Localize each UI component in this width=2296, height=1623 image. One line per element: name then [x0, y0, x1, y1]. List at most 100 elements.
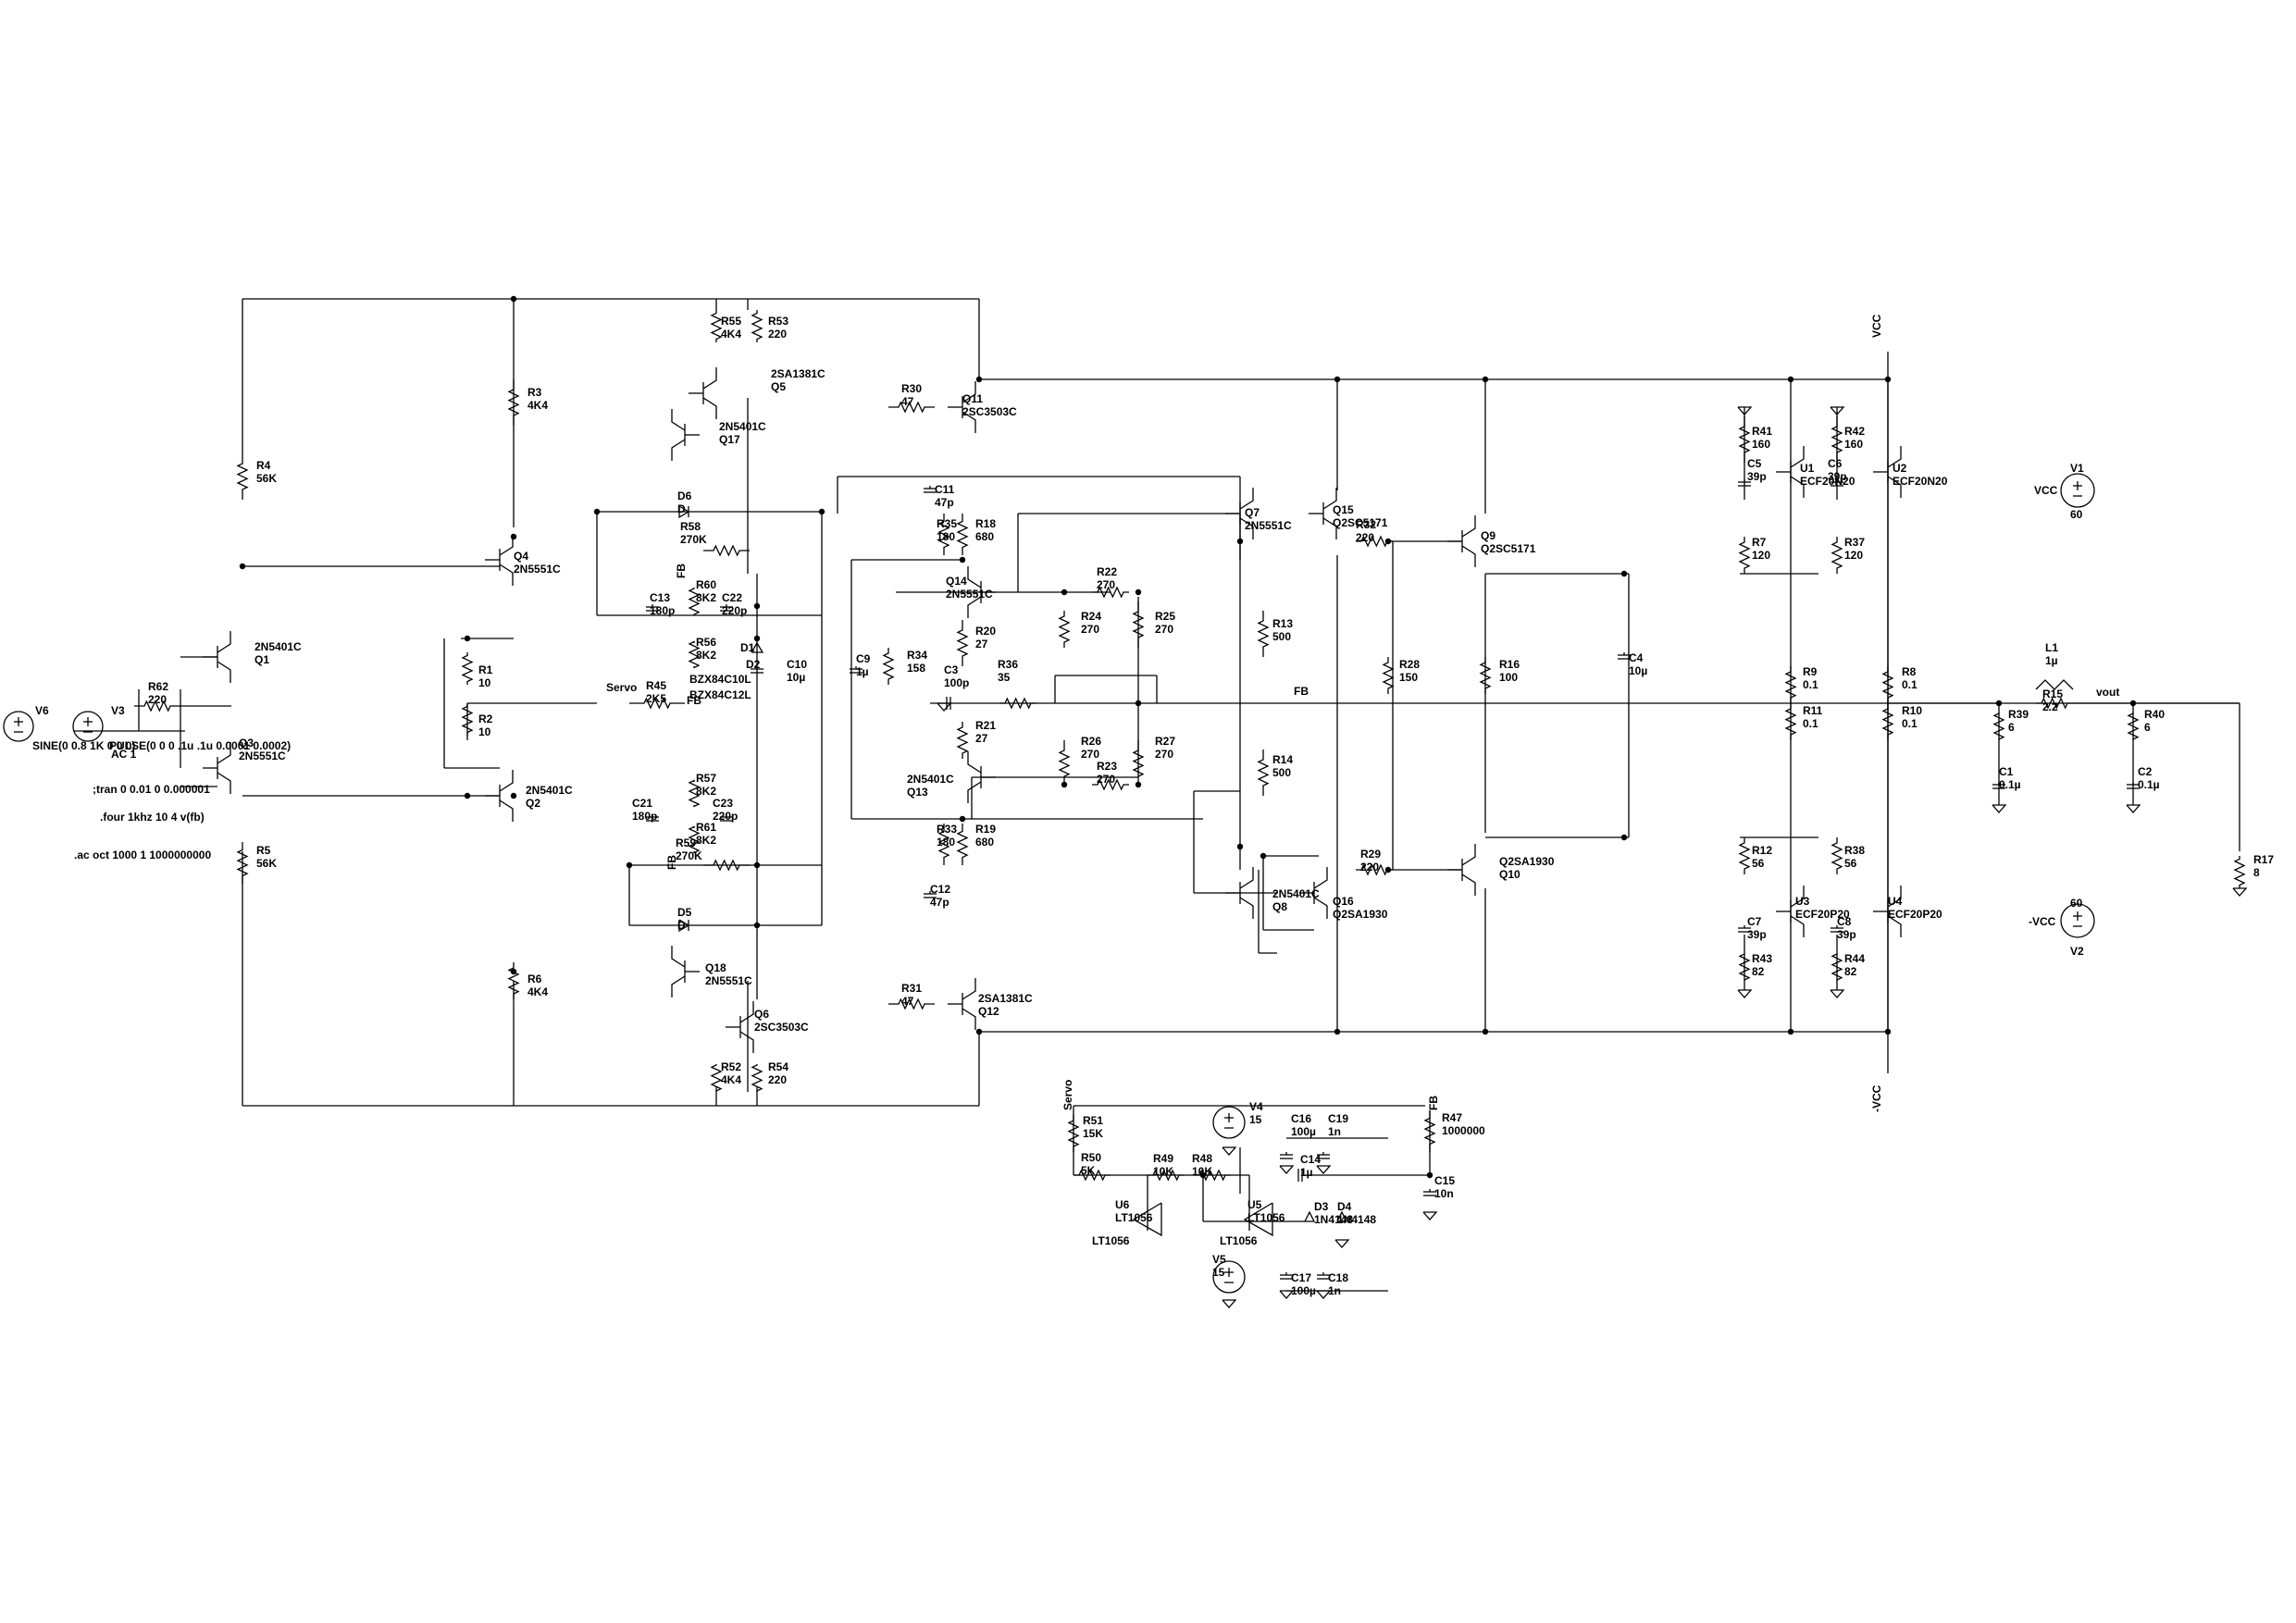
resistor-symbol [1881, 666, 1894, 703]
resistor-symbol [461, 652, 474, 685]
junction-dot [2129, 700, 2137, 707]
resistor-symbol [1831, 537, 1843, 574]
resistor-symbol [1356, 535, 1393, 548]
junction-dot [959, 556, 966, 564]
transistor-symbol [967, 751, 982, 774]
resistor-symbol [688, 779, 701, 808]
transistor-symbol [1790, 886, 1805, 908]
opamp-symbol [1243, 1202, 1273, 1237]
voltage-source-symbol [2060, 903, 2095, 938]
resistor-symbol [134, 700, 180, 712]
resistor-symbol [937, 824, 950, 865]
resistor-symbol [1356, 863, 1393, 876]
resistor-symbol [1738, 416, 1751, 463]
ground-symbol [1992, 804, 2007, 813]
transistor-symbol [217, 772, 231, 794]
transistor-symbol [1313, 867, 1328, 889]
junction-dot [510, 533, 517, 540]
ground-symbol [1422, 1211, 1438, 1220]
junction-dot [510, 295, 517, 303]
junction-dot [510, 792, 517, 799]
resistor-symbol [888, 401, 935, 414]
junction-dot [818, 508, 825, 515]
resistor-symbol [1148, 1169, 1185, 1182]
junction-dot [1482, 376, 1489, 383]
transistor-symbol [1887, 446, 1902, 468]
junction-dot [959, 815, 966, 823]
resistor-symbol [1074, 1169, 1111, 1182]
junction-dot [975, 376, 983, 383]
junction-dot [1334, 376, 1341, 383]
transistor-symbol [671, 946, 686, 968]
junction-dot [1236, 843, 1244, 850]
ground-symbol [1316, 1165, 1332, 1174]
junction-dot [753, 922, 761, 929]
resistor-symbol [937, 514, 950, 555]
junction-dot [239, 563, 246, 570]
transistor-symbol [1313, 897, 1328, 919]
transistor-symbol [1239, 897, 1254, 919]
junction-dot [1061, 588, 1068, 596]
transistor-symbol [1790, 915, 1805, 937]
ground-symbol [1222, 1146, 1237, 1156]
resistor-symbol [1382, 657, 1395, 694]
resistor-symbol [1831, 953, 1843, 981]
ground-symbol [1279, 1165, 1295, 1174]
transistor-symbol [1461, 873, 1476, 896]
resistor-symbol [710, 1064, 723, 1092]
voltage-source-symbol [72, 711, 104, 742]
resistor-symbol [703, 859, 750, 872]
transistor-symbol [1322, 517, 1337, 539]
transistor-symbol [739, 1031, 754, 1053]
resistor-symbol [1831, 837, 1843, 874]
junction-dot [753, 861, 761, 869]
resistor-symbol [1423, 1110, 1436, 1152]
transistor-symbol [671, 409, 686, 431]
ground-symbol [1830, 989, 1845, 998]
ground-symbol [2232, 887, 2248, 897]
transistor-symbol [1790, 476, 1805, 498]
transistor-symbol [1790, 446, 1805, 468]
transistor-symbol [967, 781, 982, 803]
resistor-symbol [751, 1064, 763, 1092]
transistor-symbol [962, 381, 976, 403]
transistor-symbol [962, 1008, 976, 1030]
junction-dot [753, 602, 761, 610]
resistor-symbol [236, 842, 249, 884]
junction-dot [1482, 1028, 1489, 1035]
diode-symbol [678, 919, 690, 933]
resistor-symbol [1067, 1115, 1080, 1152]
resistor-symbol [888, 997, 935, 1010]
voltage-source-symbol [3, 711, 34, 742]
resistor-symbol [507, 962, 520, 999]
junction-dot [1384, 866, 1392, 873]
resistor-symbol [1992, 712, 2005, 740]
diode-symbol [678, 505, 690, 519]
transistor-symbol [702, 367, 717, 390]
resistor-symbol [236, 453, 249, 500]
transistor-symbol [962, 411, 976, 433]
junction-dot [1061, 781, 1068, 788]
junction-dot [593, 508, 601, 515]
resistor-symbol [1132, 740, 1145, 787]
ground-symbol [937, 702, 952, 712]
transistor-symbol [671, 439, 686, 461]
transistor-symbol [1322, 488, 1337, 510]
transistor-symbol [671, 975, 686, 997]
ground-symbol [1830, 406, 1845, 415]
voltage-source-symbol [1212, 1260, 1246, 1294]
diode-symbol [1336, 1210, 1348, 1222]
junction-dot [1884, 376, 1892, 383]
inductor-symbol [2035, 679, 2074, 690]
transistor-symbol [1239, 517, 1254, 539]
junction-dot [626, 861, 633, 869]
junction-dot [510, 968, 517, 975]
transistor-symbol [499, 770, 514, 792]
transistor-symbol [1239, 867, 1254, 889]
resistor-symbol [1257, 750, 1270, 796]
opamp-symbol [1132, 1202, 1162, 1237]
transistor-symbol [217, 631, 231, 653]
transistor-symbol [1461, 844, 1476, 866]
voltage-source-symbol [2060, 473, 2095, 508]
